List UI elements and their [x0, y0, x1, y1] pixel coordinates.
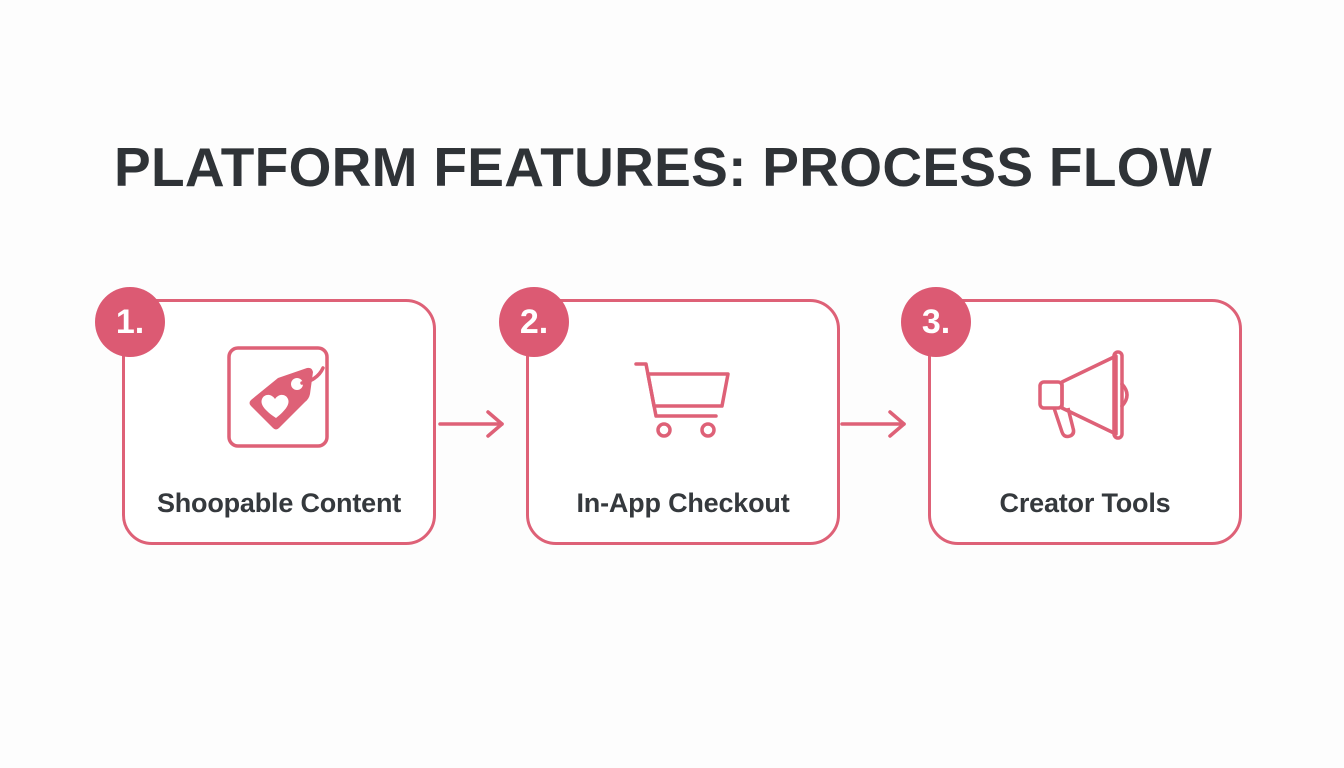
heart-tag-icon: [224, 342, 334, 452]
arrow-right-icon: [840, 404, 910, 444]
page-title: PLATFORM FEATURES: PROCESS FLOW: [113, 136, 1213, 198]
step-card-in-app-checkout: 2. In-App Checkout: [499, 287, 840, 545]
step-card-creator-tools: 3. Creator Tools: [901, 287, 1242, 545]
step-number-badge: 2.: [499, 287, 569, 357]
step-label: Creator Tools: [999, 488, 1171, 518]
step-card-shoppable-content: 1. Shoopable Content: [95, 287, 436, 545]
arrow-right-icon: [438, 404, 508, 444]
step-label: Shoopable Content: [156, 488, 402, 518]
step-number-badge: 3.: [901, 287, 971, 357]
shopping-cart-icon: [628, 342, 738, 452]
step-label: In-App Checkout: [576, 488, 790, 518]
megaphone-icon: [1030, 342, 1140, 452]
step-number-badge: 1.: [95, 287, 165, 357]
